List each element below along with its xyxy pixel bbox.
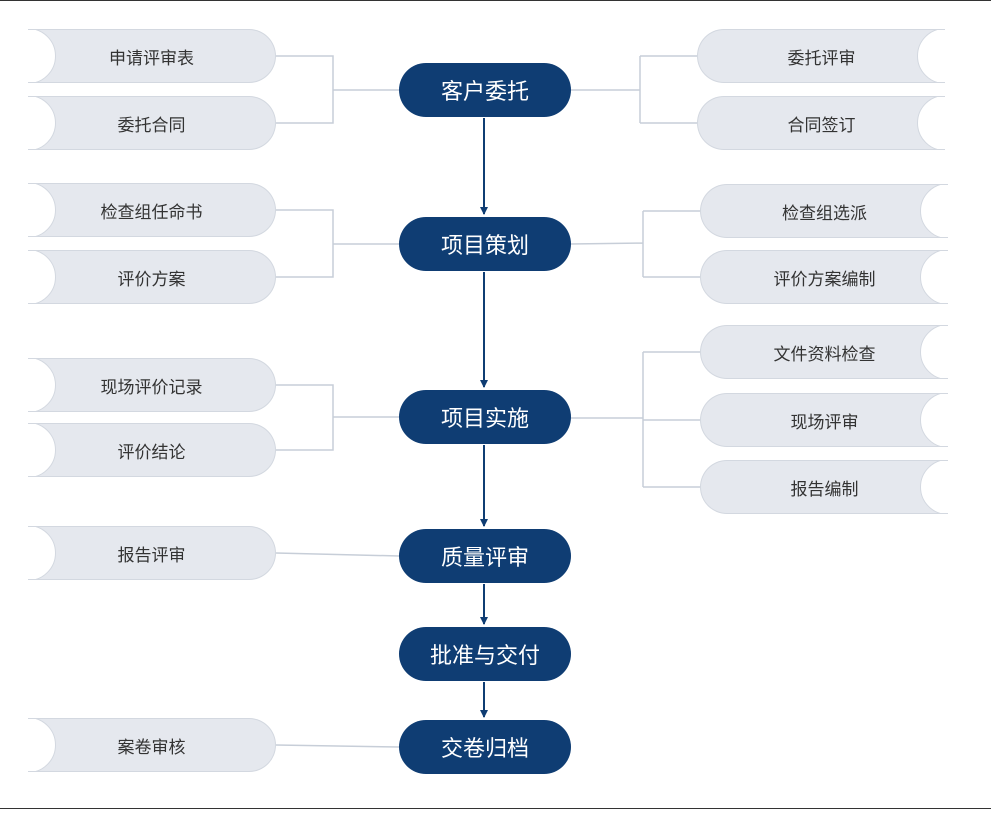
step-project-planning: 项目策划: [399, 217, 571, 271]
left-item-report-review: 报告评审: [28, 526, 276, 580]
step-client-entrust: 客户委托: [399, 63, 571, 117]
step-approval-delivery: 批准与交付: [399, 627, 571, 681]
connector-l-m6: [275, 744, 400, 748]
right-item-entrust-review: 委托评审: [697, 29, 945, 83]
left-item-contract: 委托合同: [28, 96, 276, 150]
left-item-file-audit: 案卷审核: [28, 718, 276, 772]
right-item-onsite-review: 现场评审: [700, 393, 948, 447]
left-item-application-form: 申请评审表: [28, 29, 276, 83]
connector-r-m1: [570, 55, 697, 124]
right-item-contract-signing: 合同签订: [697, 96, 945, 150]
right-item-report-preparation: 报告编制: [700, 460, 948, 514]
step-project-implementation: 项目实施: [399, 390, 571, 444]
connector-l-m1: [276, 55, 399, 124]
left-item-appointment: 检查组任命书: [28, 183, 276, 237]
bottom-rule: [0, 808, 991, 809]
connector-r-m3: [570, 351, 700, 488]
left-item-onsite-record: 现场评价记录: [28, 358, 276, 412]
connector-l-m3: [276, 384, 399, 451]
connector-r-m2: [569, 210, 700, 278]
connector-l-m2: [276, 209, 399, 278]
right-item-document-check: 文件资料检查: [700, 325, 948, 379]
step-archive: 交卷归档: [399, 720, 571, 774]
step-quality-review: 质量评审: [399, 529, 571, 583]
left-item-conclusion: 评价结论: [28, 423, 276, 477]
right-item-plan-preparation: 评价方案编制: [700, 250, 948, 304]
right-item-team-dispatch: 检查组选派: [700, 184, 948, 238]
connector-l-m4: [275, 552, 400, 557]
top-rule: [0, 0, 991, 1]
left-item-evaluation-plan: 评价方案: [28, 250, 276, 304]
